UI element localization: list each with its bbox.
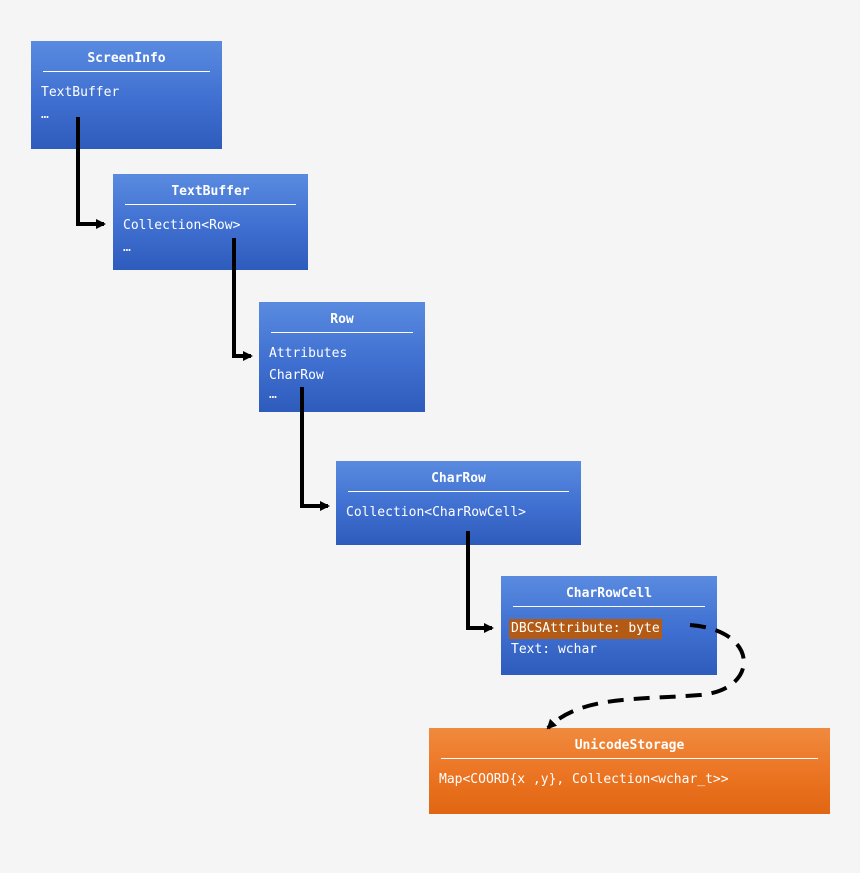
charrow-field-collection: Collection<CharRowCell> <box>346 505 527 520</box>
row-field-charrow: CharRow <box>269 368 324 383</box>
unicodestorage-title: UnicodeStorage <box>441 738 818 759</box>
row-box: Row Attributes CharRow … <box>259 302 425 412</box>
unicodestorage-box: UnicodeStorage Map<COORD{x ,y}, Collecti… <box>429 728 830 814</box>
arrow-textbuffer-to-row <box>232 238 253 361</box>
arrow-charrow-to-charrowcell <box>466 531 494 633</box>
textbuffer-box: TextBuffer Collection<Row> … <box>113 174 308 270</box>
screeninfo-title: ScreenInfo <box>43 51 210 72</box>
screeninfo-field-textbuffer: TextBuffer <box>41 85 120 100</box>
arrow-row-to-charrow <box>300 387 330 511</box>
arrow-screeninfo-to-textbuffer <box>76 117 106 229</box>
row-field-attributes: Attributes <box>269 346 348 361</box>
charrowcell-field-dbcsattribute: DBCSAttribute: byte <box>509 619 662 639</box>
screeninfo-box: ScreenInfo TextBuffer … <box>31 41 222 149</box>
textbuffer-field-ellipsis: … <box>123 240 131 255</box>
screeninfo-field-ellipsis: … <box>41 107 49 122</box>
charrowcell-title: CharRowCell <box>513 586 705 607</box>
textbuffer-title: TextBuffer <box>125 184 296 205</box>
charrowcell-field-text: Text: wchar <box>511 642 598 657</box>
charrow-title: CharRow <box>348 471 569 492</box>
textbuffer-field-collection: Collection<Row> <box>123 218 241 233</box>
unicodestorage-field-map: Map<COORD{x ,y}, Collection<wchar_t>> <box>439 772 729 787</box>
charrowcell-box: CharRowCell DBCSAttribute: byte Text: wc… <box>501 576 717 675</box>
arrow-dbcsattribute-to-unicodestorage <box>546 623 746 730</box>
row-field-ellipsis: … <box>269 387 277 402</box>
charrow-box: CharRow Collection<CharRowCell> <box>336 461 581 545</box>
row-title: Row <box>271 312 413 333</box>
